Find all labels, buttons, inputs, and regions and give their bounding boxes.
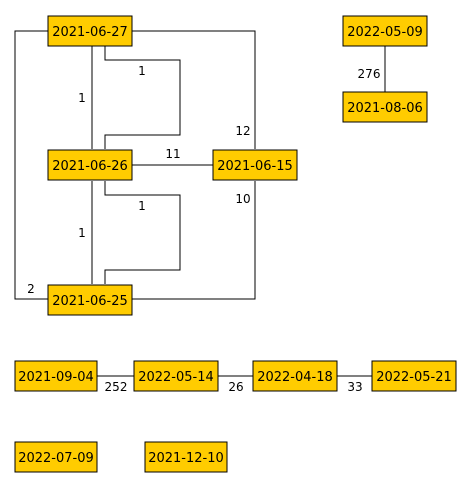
node-2021-12-10[interactable]: 2021-12-10 — [144, 441, 228, 473]
edge-2021-09-04-to-2022-05-14: 252 — [97, 375, 134, 394]
edge-label: 1 — [78, 226, 86, 240]
node-2021-08-06[interactable]: 2021-08-06 — [342, 91, 428, 123]
edge-label: 10 — [235, 192, 250, 206]
node-label: 2021-06-15 — [217, 159, 293, 174]
node-label: 2021-08-06 — [347, 101, 423, 116]
node-2021-06-25[interactable]: 2021-06-25 — [47, 284, 133, 316]
node-label: 2022-05-14 — [138, 370, 214, 385]
node-2022-05-21[interactable]: 2022-05-21 — [371, 360, 457, 392]
node-label: 2022-04-18 — [257, 370, 333, 385]
node-label: 2022-05-21 — [376, 370, 452, 385]
edge-label: 1 — [138, 64, 146, 78]
edge-2021-06-26-to-2021-06-25-a: 1 — [78, 181, 93, 284]
edge-2021-06-27-to-2021-06-26-b: 1 — [104, 46, 181, 149]
edge-2021-06-26-to-2021-06-15: 11 — [132, 147, 213, 166]
edge-2021-06-27-to-2021-06-15: 12 — [132, 30, 256, 149]
node-2021-06-27[interactable]: 2021-06-27 — [47, 15, 133, 47]
edge-2022-04-18-to-2022-05-21: 33 — [337, 375, 372, 394]
edge-2021-06-15-to-2021-06-25: 10 — [132, 181, 256, 300]
node-2022-05-14[interactable]: 2022-05-14 — [133, 360, 219, 392]
node-label: 2021-09-04 — [18, 370, 94, 385]
edge-2021-06-27-to-2021-06-26-a: 1 — [78, 46, 93, 149]
node-label: 2021-06-26 — [52, 159, 128, 174]
edge-label: 11 — [165, 147, 180, 161]
edge-2021-06-26-to-2021-06-25-b: 1 — [104, 181, 181, 284]
edge-2022-05-09-to-2021-08-06: 276 — [358, 46, 386, 92]
edge-label: 26 — [228, 380, 243, 394]
node-2022-04-18[interactable]: 2022-04-18 — [252, 360, 338, 392]
edge-label: 12 — [235, 124, 250, 138]
node-label: 2022-07-09 — [18, 451, 94, 466]
edge-label: 1 — [138, 199, 146, 213]
edge-2022-05-14-to-2022-04-18: 26 — [218, 375, 253, 394]
edge-label: 276 — [358, 67, 381, 81]
nodes-layer: 2021-06-27 2021-06-26 2021-06-15 2021-06… — [14, 15, 457, 473]
edge-label: 1 — [78, 91, 86, 105]
node-label: 2021-06-27 — [52, 25, 128, 40]
node-2022-05-09[interactable]: 2022-05-09 — [342, 15, 428, 47]
node-label: 2021-06-25 — [52, 294, 128, 309]
node-label: 2022-05-09 — [347, 25, 423, 40]
edge-2021-06-27-to-2021-06-25: 2 — [14, 30, 48, 300]
edges-layer: 1 1 12 2 11 1 1 10 — [14, 30, 386, 394]
edge-label: 2 — [27, 282, 35, 296]
node-2021-09-04[interactable]: 2021-09-04 — [14, 360, 98, 392]
edge-label: 252 — [105, 380, 128, 394]
node-label: 2021-12-10 — [148, 451, 224, 466]
edge-label: 33 — [347, 380, 362, 394]
node-2022-07-09[interactable]: 2022-07-09 — [14, 441, 98, 473]
node-2021-06-15[interactable]: 2021-06-15 — [212, 149, 298, 181]
node-2021-06-26[interactable]: 2021-06-26 — [47, 149, 133, 181]
